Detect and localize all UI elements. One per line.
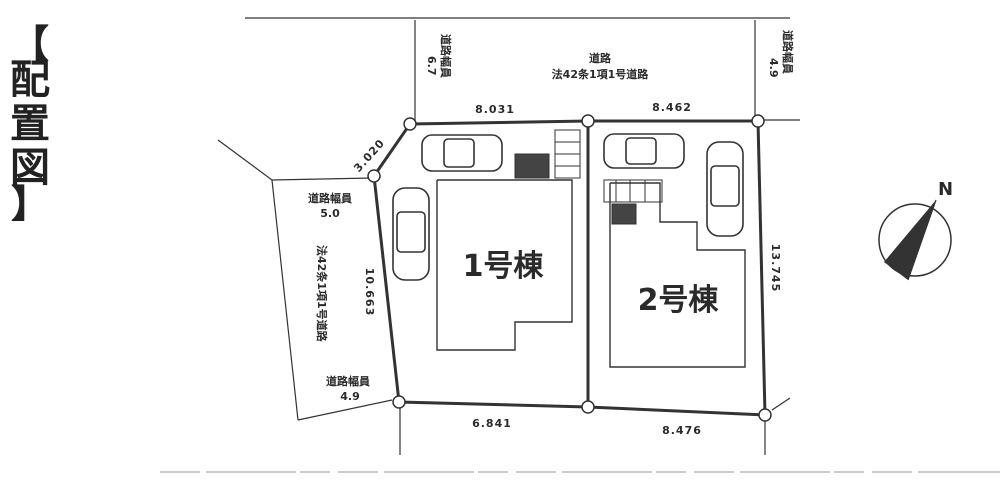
building-1-outline xyxy=(436,179,573,351)
road-west-top-edge xyxy=(217,139,373,181)
dimension-top-left: 8.031 xyxy=(475,103,515,116)
north-label: N xyxy=(938,179,953,200)
building-2-entry xyxy=(611,203,637,225)
road-labels: 道路 法42条1項1号道路 道路幅員 6.7 道路幅員 4.9 道路幅員 5.0… xyxy=(308,30,795,403)
north-arrow-icon xyxy=(884,200,936,280)
building-2-outline xyxy=(609,182,746,368)
dimension-right-side: 13.745 xyxy=(769,244,782,292)
marker-se xyxy=(758,408,772,422)
dimension-bottom-left: 6.841 xyxy=(472,417,512,430)
road-west-bottom-width-value: 4.9 xyxy=(340,390,360,403)
building-1-entry xyxy=(514,153,550,179)
car-4-vertical xyxy=(706,141,744,237)
dimension-bottom-right: 8.476 xyxy=(662,424,702,437)
title-close-bracket: 】 xyxy=(10,182,49,226)
lot-boundary xyxy=(372,119,767,417)
marker-w xyxy=(367,169,381,183)
building-2-label: 2号棟 xyxy=(638,283,720,318)
marker-sw xyxy=(392,395,406,409)
road-south-east-edge xyxy=(771,397,791,411)
building-2-stairs xyxy=(603,179,663,203)
page-title: 【 配 置 図 】 xyxy=(8,22,52,226)
title-open-bracket: 【 xyxy=(10,22,49,66)
car-1-horizontal xyxy=(421,134,503,172)
road-north-right-width-value: 4.9 xyxy=(767,58,780,78)
survey-markers xyxy=(367,114,772,422)
lot-outline xyxy=(372,119,767,417)
dimension-corner-cut: 3.020 xyxy=(351,137,387,175)
road-west-outer-edge xyxy=(271,179,299,421)
entry-details xyxy=(514,129,663,225)
parking-cars xyxy=(392,133,744,281)
title-char-2: 置 xyxy=(10,101,50,147)
road-north-name: 道路 xyxy=(589,51,612,65)
marker-ne xyxy=(751,114,765,128)
building-1-label: 1号棟 xyxy=(463,249,545,284)
title-char-3: 図 xyxy=(10,145,50,191)
building-outlines xyxy=(436,179,746,368)
car-3-horizontal xyxy=(603,133,685,169)
road-west-top-width-label: 道路幅員 xyxy=(308,191,352,205)
road-west-bottom-edge xyxy=(297,399,393,421)
car-2-vertical xyxy=(392,187,430,281)
dimension-top-right: 8.462 xyxy=(652,101,692,114)
title-char-1: 配 xyxy=(10,57,50,103)
dimension-left-side: 10.663 xyxy=(363,268,376,316)
road-lines xyxy=(217,17,800,455)
road-north-right-width-label: 道路幅員 xyxy=(781,30,795,74)
road-north-left-width-value: 6.7 xyxy=(425,56,438,76)
marker-n xyxy=(581,114,595,128)
road-west-top-width-value: 5.0 xyxy=(320,207,340,220)
road-west-type: 法42条1項1号道路 xyxy=(315,245,329,343)
road-north-type: 法42条1項1号道路 xyxy=(552,67,650,81)
road-north-left-width-label: 道路幅員 xyxy=(439,34,453,78)
north-arrow: N xyxy=(878,179,953,281)
marker-s xyxy=(581,400,595,414)
road-west-bottom-width-label: 道路幅員 xyxy=(326,374,370,388)
marker-nw xyxy=(403,117,417,131)
